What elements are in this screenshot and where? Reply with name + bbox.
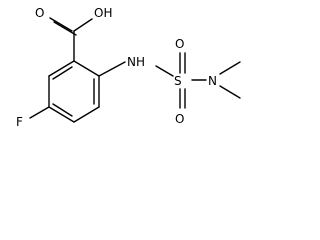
ring-bond-c4-c5-inner — [52, 103, 73, 117]
fluorine-label: F — [16, 115, 23, 129]
chemical-structure-diagram: O OH NH S O O N F — [16, 6, 241, 129]
ring-bond-c4-c5 — [48, 106, 75, 123]
ring-bond-c2-c3 — [48, 60, 75, 77]
sulfamoylamino-group: NH S O O N — [98, 37, 241, 126]
sulfonyl-oxygen-bottom-label: O — [175, 112, 184, 126]
nh-label: NH — [127, 55, 145, 69]
benzene-ring — [48, 60, 100, 123]
hydroxyl-label: OH — [94, 6, 112, 20]
ring-bond-c5-c6 — [73, 106, 100, 123]
carbonyl-oxygen-label: O — [35, 6, 44, 20]
ring-to-fluorine-bond — [29, 106, 50, 119]
sulfur-label: S — [174, 74, 182, 88]
ring-to-nh-bond — [98, 61, 126, 77]
carboxyl-oh-bond — [73, 18, 93, 32]
ring-bond-c2-c3-inner — [52, 66, 73, 80]
fluoro-substituent: F — [16, 106, 50, 129]
carboxylic-acid-group: O OH — [35, 6, 112, 62]
sulfonyl-oxygen-top-label: O — [175, 37, 184, 51]
n-methyl-bottom-bond — [219, 85, 241, 99]
carbonyl-double-bond-b — [53, 21, 77, 36]
carbonyl-double-bond-a — [49, 17, 73, 32]
n-methyl-top-bond — [219, 61, 241, 75]
amine-nitrogen-label: N — [208, 74, 217, 88]
nh-to-s-bond — [155, 65, 174, 77]
ring-bond-c1-c2 — [73, 60, 100, 77]
